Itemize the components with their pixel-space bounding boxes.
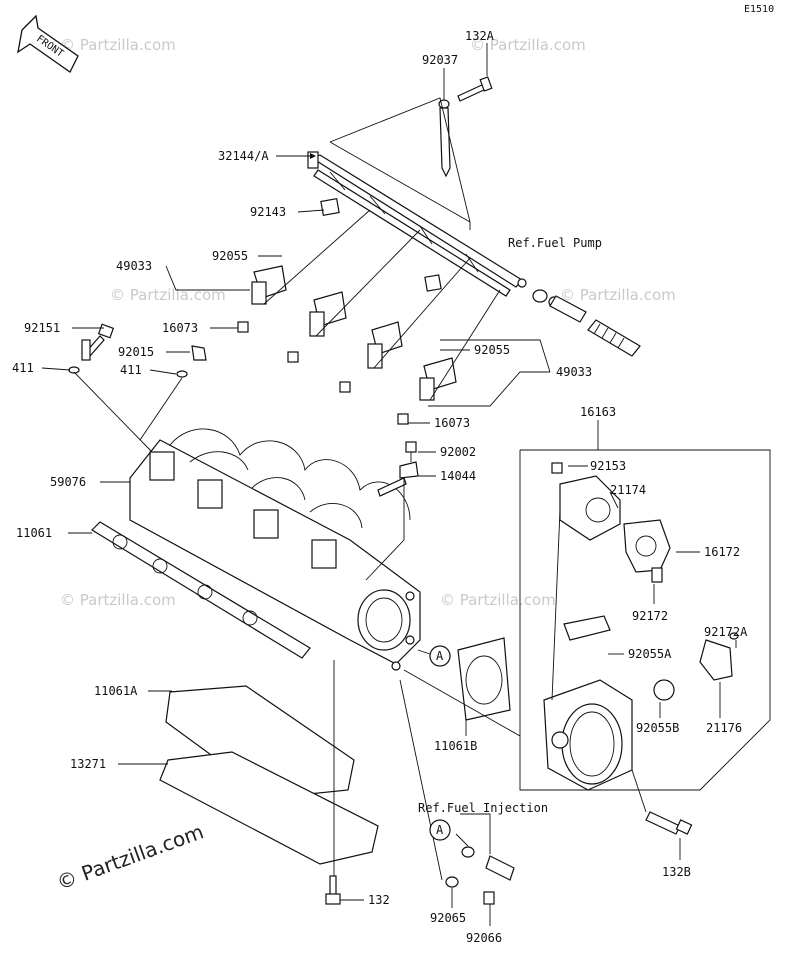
part-label: 16172 (704, 545, 740, 559)
watermark-text: © Partzilla.com (470, 36, 586, 54)
ref-a-marker: A (429, 819, 451, 841)
part-label: 92055A (628, 647, 672, 661)
throttle-assembly-box (519, 449, 771, 791)
part-label: 49033 (116, 259, 152, 273)
part-label: 16073 (434, 416, 470, 430)
ref-fuel-injection: Ref.Fuel Injection (418, 801, 548, 815)
bolt-132a (438, 76, 493, 178)
part-label: 92037 (422, 53, 458, 67)
part-label: 92055 (212, 249, 248, 263)
injectors (237, 198, 501, 425)
bolt-132b (645, 811, 693, 835)
intake-manifold (129, 428, 421, 671)
part-label: 92143 (250, 205, 286, 219)
part-label: 411 (12, 361, 34, 375)
watermark-text: © Partzilla.com (110, 286, 226, 304)
part-labels: 132A 92037 32144/A 92143 92055 49033 921… (12, 29, 748, 945)
part-label: 132A (465, 29, 495, 43)
part-label: 132 (368, 893, 390, 907)
ref-a-label: A (436, 649, 444, 663)
part-label: 92065 (430, 911, 466, 925)
part-label: 11061B (434, 739, 477, 753)
ref-fuel-pump: Ref.Fuel Pump (508, 236, 602, 250)
part-label: 32144/A (218, 149, 269, 163)
part-label: 92172 (632, 609, 668, 623)
leader-lines (41, 43, 737, 926)
part-label: 13271 (70, 757, 106, 771)
part-label: 59076 (50, 475, 86, 489)
part-label: 16073 (162, 321, 198, 335)
part-label: 11061 (16, 526, 52, 540)
part-label: 92015 (118, 345, 154, 359)
part-label: 11061A (94, 684, 138, 698)
watermark-text: © Partzilla.com (560, 286, 676, 304)
bolt-132 (325, 875, 341, 905)
part-label: 49033 (556, 365, 592, 379)
part-label: 92151 (24, 321, 60, 335)
cover-13271 (159, 751, 379, 865)
part-label: 14044 (440, 469, 476, 483)
part-label: 411 (120, 363, 142, 377)
part-label: 21174 (610, 483, 646, 497)
part-label: 132B (662, 865, 691, 879)
gasket-11061b (457, 637, 511, 721)
part-label: 92002 (440, 445, 476, 459)
part-label: 92153 (590, 459, 626, 473)
part-label: 92066 (466, 931, 502, 945)
gasket-11061 (91, 521, 311, 659)
diagram-code: E1510 (744, 4, 774, 15)
watermark-text: © Partzilla.com (60, 591, 176, 609)
bracket-14044 (377, 441, 419, 497)
fasteners-left (68, 323, 207, 378)
fuel-hose (532, 289, 641, 357)
watermark-main: © Partzilla.com (54, 819, 207, 894)
front-arrow-icon: FRONT (17, 14, 79, 73)
watermark-text: © Partzilla.com (440, 591, 556, 609)
sensor-parts (445, 846, 515, 905)
part-label: 92172A (704, 625, 748, 639)
ref-a-marker: A (417, 645, 451, 667)
part-label: 92055 (474, 343, 510, 357)
part-label: 21176 (706, 721, 742, 735)
gasket-11061a (165, 685, 355, 799)
part-label: 92055B (636, 721, 679, 735)
part-label: 16163 (580, 405, 616, 419)
ref-a-label: A (436, 823, 444, 837)
fuel-rail (307, 151, 527, 297)
watermark-text: © Partzilla.com (60, 36, 176, 54)
